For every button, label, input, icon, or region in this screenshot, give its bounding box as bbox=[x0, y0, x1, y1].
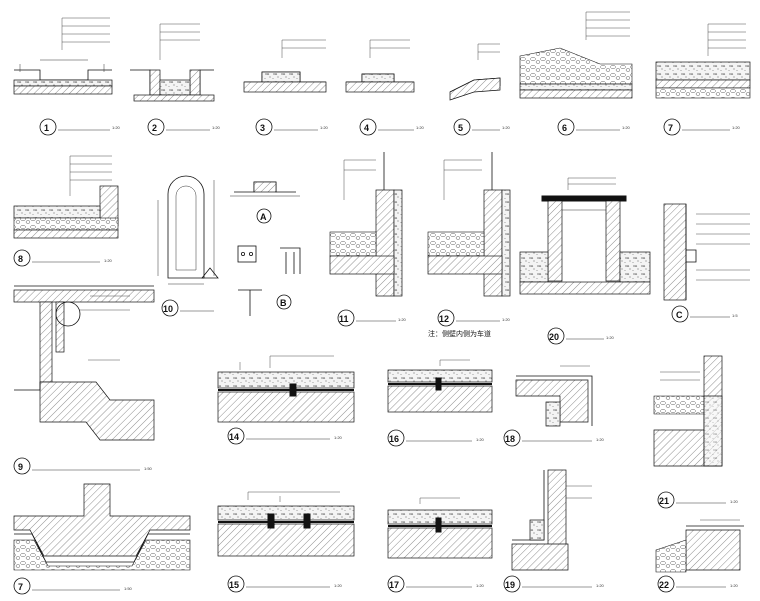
detail-scale: 1:20 bbox=[730, 583, 739, 588]
detail-scale: 1:20 bbox=[398, 317, 407, 322]
detail-17: 17 1:20 bbox=[387, 497, 493, 593]
detail-scale: 1:20 bbox=[334, 583, 343, 588]
detail-7: 7 1:20 bbox=[655, 23, 751, 136]
detail-4: 4 1:20 bbox=[345, 39, 425, 136]
sheet-note: 注：侧壁内侧为车道 bbox=[428, 329, 491, 338]
detail-14: 14 1:20 bbox=[217, 355, 355, 445]
detail-scale: 1:20 bbox=[606, 335, 615, 340]
detail-B: B bbox=[237, 245, 301, 316]
detail-number: 21 bbox=[659, 496, 669, 506]
detail-number: 10 bbox=[163, 304, 173, 314]
detail-scale: 1:20 bbox=[476, 583, 485, 588]
detail-scale: 1:20 bbox=[476, 437, 485, 442]
detail-number: 17 bbox=[389, 580, 399, 590]
detail-16: 16 1:20 bbox=[387, 359, 493, 447]
detail-C: C 1:5 bbox=[663, 203, 750, 323]
detail-number: 7 bbox=[668, 123, 673, 133]
detail-scale: 1:20 bbox=[112, 125, 121, 130]
detail-number: B bbox=[280, 298, 287, 308]
detail-scale: 1:20 bbox=[502, 125, 511, 130]
detail-5: 5 1:20 bbox=[449, 43, 511, 136]
detail-number: 1 bbox=[44, 123, 49, 133]
detail-11: 11 1:20 bbox=[329, 152, 407, 327]
detail-scale: 1:20 bbox=[212, 125, 221, 130]
detail-scale: 1:20 bbox=[416, 125, 425, 130]
detail-scale: 1:5 bbox=[732, 313, 738, 318]
detail-number: 14 bbox=[229, 432, 239, 442]
detail-number: 9 bbox=[18, 462, 23, 472]
detail-number: 22 bbox=[659, 580, 669, 590]
detail-21: 21 1:20 bbox=[653, 355, 739, 509]
detail-scale: 1:20 bbox=[730, 499, 739, 504]
detail-2: 2 1:20 bbox=[130, 23, 221, 136]
detail-number: C bbox=[676, 310, 683, 320]
detail-number: 11 bbox=[339, 314, 349, 324]
detail-number: 19 bbox=[505, 580, 515, 590]
detail-scale: 1:20 bbox=[732, 125, 741, 130]
detail-number: 6 bbox=[562, 123, 567, 133]
detail-scale: 1:20 bbox=[622, 125, 631, 130]
detail-number: 5 bbox=[458, 123, 463, 133]
detail-scale: 1:50 bbox=[124, 586, 133, 591]
detail-1: 1 1:20 bbox=[13, 17, 121, 136]
detail-scale: 1:20 bbox=[596, 583, 605, 588]
detail-scale: 1:20 bbox=[320, 125, 329, 130]
detail-6: 6 1:20 bbox=[519, 11, 633, 136]
detail-9: 9 1:50 bbox=[13, 285, 155, 475]
detail-12: 12 1:20 bbox=[427, 152, 511, 327]
detail-10: 10 bbox=[157, 175, 219, 317]
detail-number: 7 bbox=[18, 582, 23, 592]
detail-scale: 1:20 bbox=[502, 317, 511, 322]
detail-18: 18 1:20 bbox=[503, 365, 605, 447]
detail-scale: 1:20 bbox=[104, 258, 113, 263]
detail-22: 22 1:20 bbox=[655, 519, 744, 593]
detail-number: 16 bbox=[389, 434, 399, 444]
detail-15: 15 1:20 bbox=[217, 491, 355, 593]
detail-number: 18 bbox=[505, 434, 515, 444]
detail-3: 3 1:20 bbox=[243, 39, 329, 136]
detail-7b: 7 1:50 bbox=[13, 483, 191, 595]
detail-scale: 1:20 bbox=[334, 435, 343, 440]
detail-number: 8 bbox=[18, 254, 23, 264]
detail-number: 15 bbox=[229, 580, 239, 590]
detail-scale: 1:50 bbox=[144, 466, 153, 471]
detail-8: 8 1:20 bbox=[13, 155, 119, 267]
detail-A: A bbox=[230, 181, 300, 224]
detail-scale: 1:20 bbox=[596, 437, 605, 442]
detail-20: 20 1:20 bbox=[519, 177, 651, 345]
detail-number: 2 bbox=[152, 123, 157, 133]
detail-number: A bbox=[260, 212, 267, 222]
detail-number: 12 bbox=[439, 314, 449, 324]
detail-number: 20 bbox=[549, 332, 559, 342]
detail-number: 4 bbox=[364, 123, 369, 133]
detail-number: 3 bbox=[260, 123, 265, 133]
detail-19: 19 1:20 bbox=[503, 469, 605, 593]
